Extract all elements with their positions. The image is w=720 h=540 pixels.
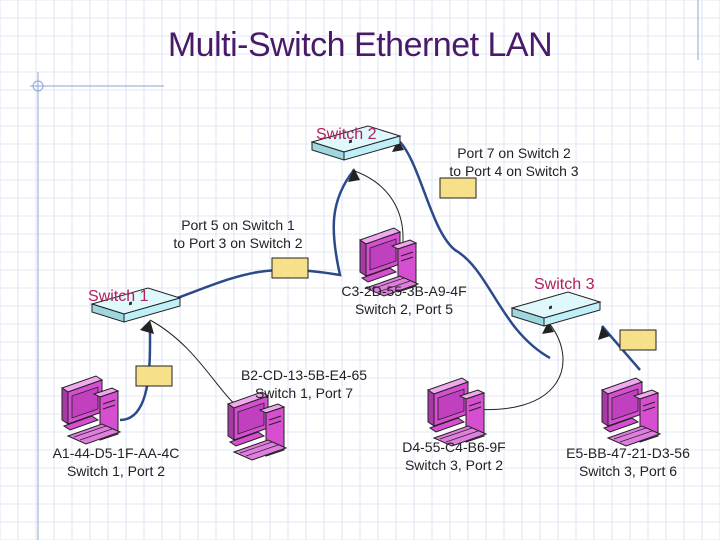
host2-mac: B2-CD-13-5B-E4-65 <box>240 367 368 383</box>
host3-port: Switch 2, Port 5 <box>354 301 454 317</box>
host1-computer-icon <box>61 375 121 445</box>
link-s2-s3-line1: Port 7 on Switch 2 <box>457 145 571 161</box>
trunk-switch1-switch2 <box>171 169 355 302</box>
host1-mac: A1-44-D5-1F-AA-4C <box>52 445 180 461</box>
link-s1-s2-line1: Port 5 on Switch 1 <box>181 217 295 233</box>
host4-port: Switch 3, Port 2 <box>404 457 504 473</box>
host4-label: D4-55-C4-B6-9F Switch 3, Port 2 <box>374 438 534 474</box>
host4-computer-icon <box>427 377 487 447</box>
switch-1-label: Switch 1 <box>88 288 149 305</box>
link-s2-s3-line2: to Port 4 on Switch 3 <box>449 163 579 179</box>
page-title: Multi-Switch Ethernet LAN <box>167 26 553 64</box>
host5-port: Switch 3, Port 6 <box>578 463 678 479</box>
host3-mac: C3-2D-55-3B-A9-4F <box>341 283 467 299</box>
link-s2-s3-label: Port 7 on Switch 2 to Port 4 on Switch 3 <box>436 144 592 180</box>
host1-port: Switch 1, Port 2 <box>66 463 166 479</box>
connector-host5 <box>619 329 657 351</box>
host5-computer-icon <box>601 377 661 447</box>
cable-host4-switch3 <box>461 321 564 410</box>
switch-3-icon <box>511 291 601 327</box>
link-s1-s2-line2: to Port 3 on Switch 2 <box>173 235 303 251</box>
host4-mac: D4-55-C4-B6-9F <box>402 439 506 455</box>
connector-s1-s2 <box>271 257 309 279</box>
host5-label: E5-BB-47-21-D3-56 Switch 3, Port 6 <box>548 444 708 480</box>
connector-s2-s3 <box>439 177 477 199</box>
trunk-switch2-switch3 <box>397 139 551 360</box>
switch-3-label: Switch 3 <box>534 276 595 293</box>
link-s1-s2-label: Port 5 on Switch 1 to Port 3 on Switch 2 <box>160 216 316 252</box>
host2-label: B2-CD-13-5B-E4-65 Switch 1, Port 7 <box>224 366 384 402</box>
host1-label: A1-44-D5-1F-AA-4C Switch 1, Port 2 <box>36 444 196 480</box>
connector-host1 <box>135 365 173 387</box>
host5-mac: E5-BB-47-21-D3-56 <box>566 445 690 461</box>
host2-computer-icon <box>227 391 287 461</box>
switch-2-label: Switch 2 <box>316 126 377 143</box>
host2-port: Switch 1, Port 7 <box>254 385 354 401</box>
host3-label: C3-2D-55-3B-A9-4F Switch 2, Port 5 <box>324 282 484 318</box>
